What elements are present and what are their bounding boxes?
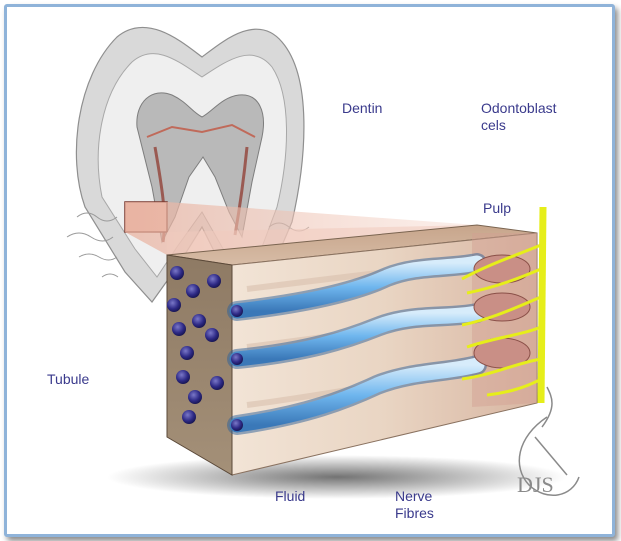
label-nerve-line1: Nerve — [395, 488, 434, 505]
label-odontoblast-line2: cels — [481, 117, 557, 134]
diagram-frame: DJS Dentin Odontoblast cels Pulp Tubule … — [4, 4, 615, 537]
odontoblast-cells — [474, 255, 530, 368]
label-dentin: Dentin — [342, 100, 382, 117]
label-nerve-line2: Fibres — [395, 505, 434, 522]
label-nerve-fibres: Nerve Fibres — [395, 488, 434, 522]
dentin-tubule-diagram: DJS — [7, 7, 615, 537]
label-pulp: Pulp — [483, 200, 511, 217]
block-shadow — [107, 455, 567, 499]
label-odontoblast-line1: Odontoblast — [481, 100, 557, 117]
label-tubule: Tubule — [47, 371, 89, 388]
label-odontoblast-cells: Odontoblast cels — [481, 100, 557, 134]
logo-text: DJS — [517, 472, 554, 497]
label-fluid: Fluid — [275, 488, 305, 505]
